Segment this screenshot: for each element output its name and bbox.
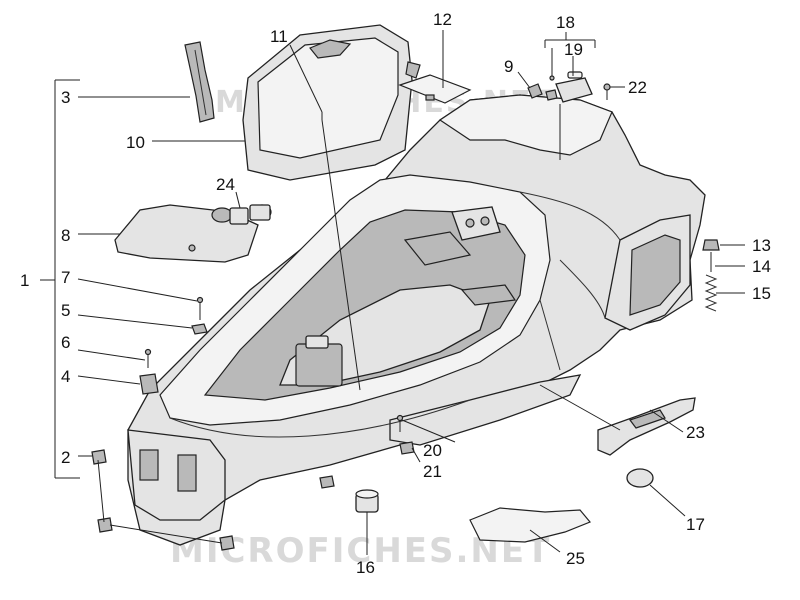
callout-18: 18 [556, 13, 575, 32]
callout-12: 12 [433, 10, 452, 29]
part-7-screw [196, 296, 204, 320]
part-6-screw [144, 348, 152, 368]
part-2-clips [91, 449, 335, 551]
callout-14: 14 [752, 257, 771, 276]
part-13-nut [702, 239, 720, 251]
part-20-screw [396, 414, 404, 432]
part-25-mat [469, 507, 591, 543]
helmet-compartment-body [127, 94, 706, 546]
callout-2: 2 [61, 448, 70, 467]
callout-7: 7 [61, 268, 70, 287]
part-21-nut [399, 441, 415, 455]
callout-labels: 1 2 3 4 5 6 7 8 9 10 11 12 13 14 15 16 1… [20, 10, 771, 577]
part-10-lid [242, 24, 421, 181]
part-19-fuse-box [545, 71, 593, 103]
leader-lines [77, 30, 745, 555]
group-bracket-1 [40, 79, 80, 479]
callout-24: 24 [216, 175, 235, 194]
part-17-cap [626, 468, 654, 488]
callout-8: 8 [61, 226, 70, 245]
callout-5: 5 [61, 301, 70, 320]
callout-25: 25 [566, 549, 585, 568]
callout-9: 9 [504, 57, 513, 76]
part-23-cover [597, 397, 696, 456]
callout-3: 3 [61, 88, 70, 107]
callout-22: 22 [628, 78, 647, 97]
callout-15: 15 [752, 284, 771, 303]
part-16-plug [355, 489, 379, 513]
callout-10: 10 [126, 133, 145, 152]
callout-23: 23 [686, 423, 705, 442]
part-3-strap [184, 41, 215, 123]
callout-20: 20 [423, 441, 442, 460]
part-12-flap [398, 74, 472, 104]
callout-4: 4 [61, 367, 70, 386]
callout-19: 19 [564, 40, 583, 59]
callout-21: 21 [423, 462, 442, 481]
group-bracket-18 [544, 32, 596, 76]
callout-1: 1 [20, 271, 29, 290]
part-5-washer [191, 323, 208, 335]
callout-17: 17 [686, 515, 705, 534]
callout-16: 16 [356, 558, 375, 577]
part-15-spring [704, 274, 718, 312]
part-24-socket [211, 204, 272, 225]
part-22-screw [603, 83, 611, 100]
callout-13: 13 [752, 236, 771, 255]
callout-11: 11 [270, 27, 288, 46]
part-4-clip [139, 373, 159, 395]
part-9-clip [527, 83, 543, 99]
callout-6: 6 [61, 333, 70, 352]
